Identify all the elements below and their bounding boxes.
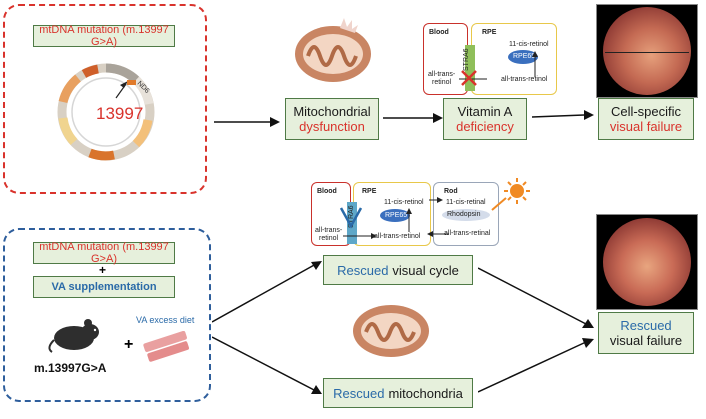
top-mutation-label: mtDNA mutation (m.13997 G>A) [33,24,175,48]
mitochondrion-icon-bottom [353,305,429,357]
mtdna-ring-diagram [57,63,155,161]
mitochondrion-icon [295,18,371,82]
vit-box-line2: deficiency [456,119,514,134]
rhodopsin-oval [442,209,490,221]
arrow-cycle-to-failure [478,267,594,328]
mouse-icon [48,319,99,353]
mouse-label: m.13997G>A [34,361,107,375]
top-rpe-panel: RPE 11-cis-retinol RPE65 all-trans-retin… [471,23,557,95]
bottom-retinol-panel: Blood all-trans- retinol RPE 11-cis-reti… [311,182,499,248]
arrow-mito-to-failure [478,338,594,393]
bottom-rpe-label: RPE [362,188,377,195]
fundus-image-top [596,4,698,98]
bottom-trans-right: all-trans-retinal [444,230,491,237]
top-blood-panel: Blood all-trans- retinol [423,23,468,95]
bottom-cis-label-1: 11-cis-retinol [384,199,424,206]
top-trans-left-2: retinol [432,79,452,86]
top-trans-left-1: all-trans- [428,71,456,78]
bottom-rpe65-oval [380,209,410,222]
bottom-mutation-label: mtDNA mutation (m.13997 G>A) [33,241,175,265]
cycle-box-word1: Rescued [337,262,389,278]
bottom-rod-panel: Rod 11-cis-retinal Rhodopsin all-trans-r… [433,182,499,246]
bottom-rpe65-label: RPE65 [385,212,408,219]
bottom-rod-label: Rod [444,188,458,195]
top-rpe65-label: RPE65 [513,53,536,60]
top-cis-label: 11-cis-retinol [509,41,549,48]
top-blood-label: Blood [429,29,449,36]
bottom-cis-label-2: 11-cis-retinal [446,199,486,206]
plus-sign-1: + [99,263,107,277]
mito-box-line1: Mitochondrial [293,104,371,119]
arrow-mito-to-vitamin [383,113,443,123]
plus-sign-2: + [124,336,134,353]
bottom-intervention-frame [3,228,211,402]
vitamin-a-deficiency-box: Vitamin A deficiency [443,98,527,140]
bottom-trans-left-2: retinol [319,235,339,242]
mito-dysfunction-box: Mitochondrial dysfunction [285,98,379,140]
mito-box-line2: dysfunction [299,119,365,134]
top-stra6-bar [465,45,475,91]
rescued-mitochondria-box: Rescued mitochondria [323,378,473,408]
bottom-trans-left-1: all-trans- [315,227,343,234]
sun-icon [504,178,530,204]
bottom-panel-arrows [339,197,449,239]
top-retinol-panel: Blood all-trans- retinol RPE 11-cis-reti… [423,23,557,97]
fail-box-line2: visual failure [609,333,683,348]
cell-box-line2: visual failure [609,119,683,134]
ring-position-label: 13997 [96,104,144,123]
vit-box-line1: Vitamin A [457,104,513,119]
food-pellet-icon [143,331,189,362]
bottom-blood-label: Blood [317,188,337,195]
rescued-visual-failure-box: Rescued visual failure [598,312,694,354]
cell-specific-box: Cell-specific visual failure [598,98,694,140]
rhodopsin-label: Rhodopsin [447,211,481,218]
va-excess-diet-label: VA excess diet [136,315,195,325]
light-ray-line [491,197,507,211]
arrow-mutation-to-mito [214,117,280,127]
bottom-rpe-panel: RPE 11-cis-retinol RPE65 all-trans-retin… [353,182,431,246]
cycle-box-word2: visual cycle [392,262,459,278]
top-panel-arrows [459,51,538,86]
top-mutation-frame [3,4,207,194]
bottom-trans-mid: all-trans-retinol [374,233,421,240]
top-rpe65-oval [508,50,538,64]
fundus-image-bottom [596,214,698,310]
mito-rescue-word1: Rescued [333,385,385,401]
top-trans-right: all-trans-retinol [501,76,548,83]
cell-box-line1: Cell-specific [610,104,682,119]
va-supplementation-label: VA supplementation [33,276,175,298]
arrow-vitamin-to-cell [532,110,594,120]
rescued-visual-cycle-box: Rescued visual cycle [323,255,473,285]
arrow-frame-to-mito [212,336,322,394]
mito-rescue-word2: mitochondria [388,385,463,401]
fail-box-line1: Rescued [620,318,672,333]
arrow-frame-to-cycle [212,261,322,323]
top-rpe-label: RPE [482,29,497,36]
